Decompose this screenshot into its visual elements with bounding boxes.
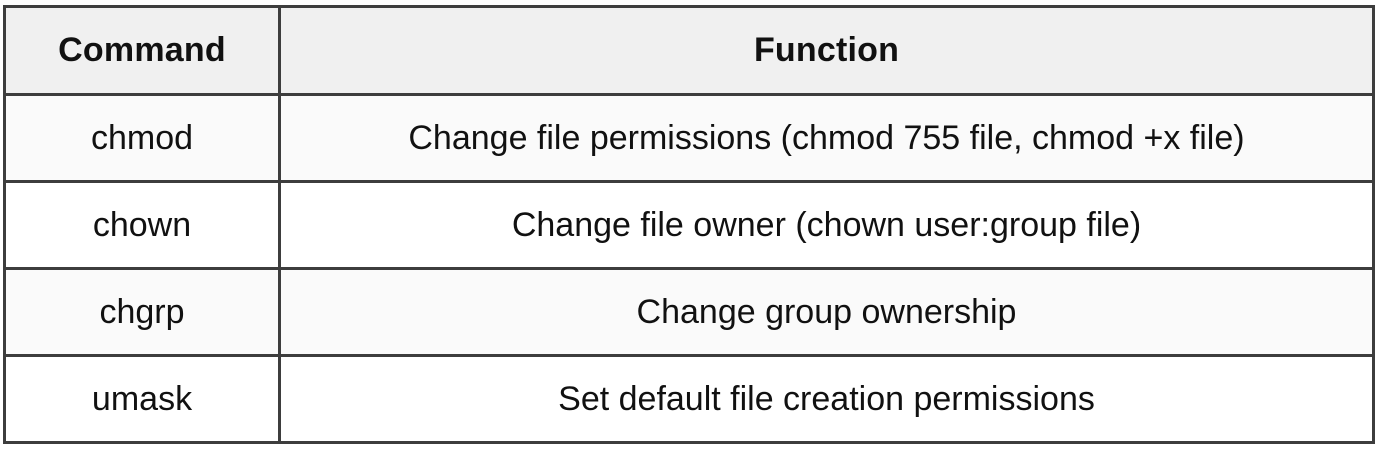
table-header: Command Function (3, 5, 1375, 96)
cell-command: chown (3, 180, 281, 270)
table-row: chgrp Change group ownership (3, 267, 1375, 357)
cell-function: Change file permissions (chmod 755 file,… (278, 93, 1375, 183)
table-body: chmod Change file permissions (chmod 755… (3, 93, 1375, 444)
table-row: chmod Change file permissions (chmod 755… (3, 93, 1375, 183)
cell-command: chmod (3, 93, 281, 183)
permissions-commands-table-container: Command Function chmod Change file permi… (3, 5, 1375, 444)
cell-command: umask (3, 354, 281, 444)
cell-function: Set default file creation permissions (278, 354, 1375, 444)
column-header-command: Command (3, 5, 281, 96)
column-header-function: Function (278, 5, 1375, 96)
table-row: umask Set default file creation permissi… (3, 354, 1375, 444)
permissions-commands-table: Command Function chmod Change file permi… (3, 5, 1375, 444)
cell-function: Change file owner (chown user:group file… (278, 180, 1375, 270)
table-row: chown Change file owner (chown user:grou… (3, 180, 1375, 270)
table-header-row: Command Function (3, 5, 1375, 96)
cell-command: chgrp (3, 267, 281, 357)
cell-function: Change group ownership (278, 267, 1375, 357)
